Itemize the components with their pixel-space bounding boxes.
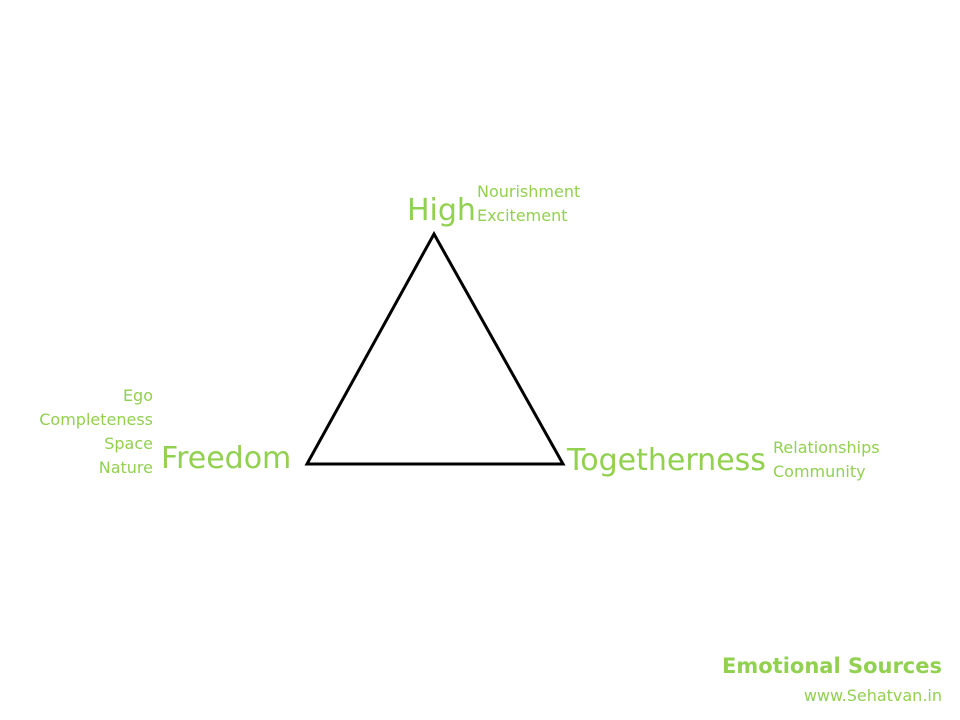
vertex-items-high: Nourishment Excitement bbox=[477, 180, 580, 228]
vertex-label-high: High bbox=[407, 193, 476, 228]
vertex-label-freedom: Freedom bbox=[161, 441, 292, 476]
list-item: Ego bbox=[122, 386, 153, 405]
list-item: Excitement bbox=[477, 206, 568, 225]
footer-title: Emotional Sources bbox=[722, 654, 942, 678]
list-item: Community bbox=[773, 462, 866, 481]
footer-url: www.Sehatvan.in bbox=[803, 686, 942, 705]
vertex-label-togetherness: Togetherness bbox=[567, 443, 766, 478]
vertex-items-togetherness: Relationships Community bbox=[773, 436, 880, 484]
triangle-shape bbox=[304, 230, 566, 466]
list-item: Relationships bbox=[773, 438, 880, 457]
list-item: Nourishment bbox=[477, 182, 581, 201]
list-item: Nature bbox=[98, 458, 153, 477]
vertex-items-freedom: Ego Completeness Space Nature bbox=[39, 384, 153, 480]
list-item: Space bbox=[104, 434, 153, 453]
list-item: Completeness bbox=[39, 410, 153, 429]
